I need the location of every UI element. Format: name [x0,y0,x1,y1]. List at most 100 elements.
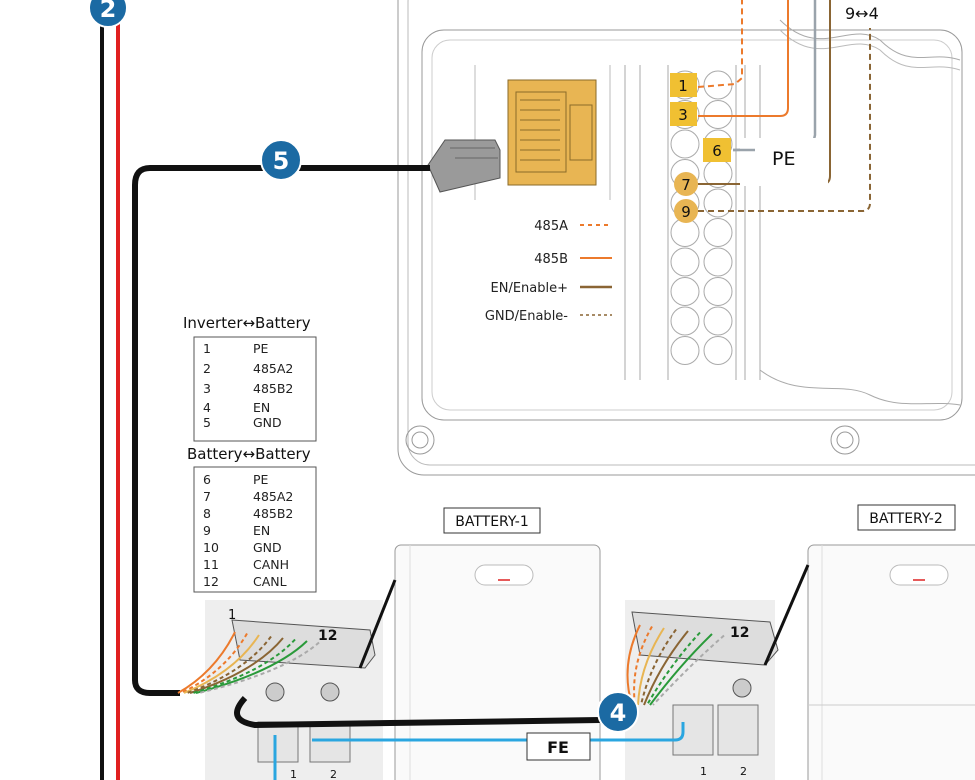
badge-4-text: 4 [610,699,627,727]
battery-1-connection-panel: 1 12 1 2 [177,579,397,780]
pin-12-label: 12 [318,628,337,644]
connector-wire [652,634,725,706]
table-pin-number: 9 [203,523,211,538]
battery-logo [889,564,949,586]
table-signal-name: 485B2 [253,506,293,521]
svg-text:FE: FE [547,738,569,757]
table-signal-name: EN [253,400,270,415]
terminal-hole [670,247,700,277]
wire-485b [698,0,789,117]
table-signal-name: GND [253,415,282,430]
battery-2-connection-panel: 12 1 2 [625,564,810,780]
terminal-hole [703,277,733,306]
table-signal-name: CANH [253,557,289,572]
wire-485a [697,0,743,88]
pin-map-label: 9↔4 [845,4,879,23]
terminal-label-9: 9 [674,199,698,223]
connector-wire [637,627,665,706]
port-2-label: 2 [740,765,747,778]
table-title: Battery↔Battery [187,445,311,463]
connector-wire [192,638,296,694]
terminal-hole [703,218,733,247]
legend-485a: 485A [534,219,568,234]
battery-logo [474,564,534,586]
communication-cable-4 [234,695,601,729]
badge-4: 4 [597,691,639,733]
table-signal-name: 485A2 [253,489,293,504]
connector-wire [640,628,677,706]
table-signal-name: GND [253,540,282,555]
terminal-hole [670,336,700,365]
terminal-hole [703,336,733,365]
connector-wire [633,626,653,706]
connector-wire [195,640,308,694]
terminal-hole [670,277,700,306]
pin-1-label: 1 [228,608,236,623]
terminal-label-3: 3 [670,102,697,126]
table-title: Inverter↔Battery [183,314,311,332]
connector-wire [189,637,284,694]
rj45-plug [427,139,501,193]
legend-enable-plus: EN/Enable+ [491,281,569,296]
svg-text:7: 7 [681,176,691,194]
table-pin-number: 2 [203,361,211,376]
terminal-hole [670,306,700,336]
fe-label: FE [526,732,591,761]
table-signal-name: EN [253,523,270,538]
svg-text:9: 9 [681,203,691,221]
pe-label: PE [772,148,795,170]
battery-battery-table: Battery↔Battery 6 PE 7 485A2 8 485B2 9 EN 10 GND 1… [187,445,317,593]
table-pin-number: 1 [203,341,211,356]
connector-wire [183,634,260,694]
wire-legend: 485A 485B EN/Enable+ GND/Enable- [460,210,620,330]
connector-wire [177,631,236,694]
table-pin-number: 3 [203,381,211,396]
svg-text:1: 1 [678,77,688,95]
badge-5: 5 [260,139,302,181]
port-1-label: 1 [700,765,707,778]
badge-5-text: 5 [273,147,290,175]
connector-wire [646,631,701,706]
table-pin-number: 6 [203,472,211,487]
pin-12-label: 12 [730,625,749,641]
table-pin-number: 5 [203,415,211,430]
legend-gnd-enable-minus: GND/Enable- [485,309,568,324]
table-pin-number: 8 [203,506,211,521]
rj45-port [507,79,597,186]
port-2-label: 2 [330,768,337,780]
terminal-hole [703,306,733,336]
battery-2: BATTERY-2 [807,504,975,780]
legend-485b: 485B [534,252,568,267]
inverter-enclosure [397,0,975,476]
pe-label-bg [740,138,828,186]
connector-wire [180,633,248,694]
terminal-hole [703,188,733,218]
table-signal-name: 485B2 [253,381,293,396]
badge-2-text: 2 [100,0,117,23]
table-signal-name: CANL [253,574,287,589]
table-pin-number: 4 [203,400,211,415]
communication-cable-5 [132,165,430,696]
terminal-label-6: 6 [703,138,731,162]
connector-wire [643,630,689,706]
table-pin-number: 11 [203,557,219,572]
table-signal-name: PE [253,472,269,487]
terminal-hole [703,247,733,277]
wire-gnd-enable-minus [698,28,871,212]
table-pin-number: 10 [203,540,219,555]
table-pin-number: 7 [203,489,211,504]
terminal-hole [703,100,733,129]
battery-1-label: BATTERY-1 [455,514,528,530]
table-signal-name: 485A2 [253,361,293,376]
connector-wire [186,635,272,694]
svg-text:6: 6 [712,142,722,160]
badge-2: 2 [88,0,128,28]
terminal-label-7: 7 [674,172,698,196]
connector-wire [198,641,320,694]
terminal-label-1: 1 [670,73,697,97]
terminal-hole [670,129,700,159]
battery-2-label: BATTERY-2 [869,511,942,527]
port-1-label: 1 [290,768,297,780]
